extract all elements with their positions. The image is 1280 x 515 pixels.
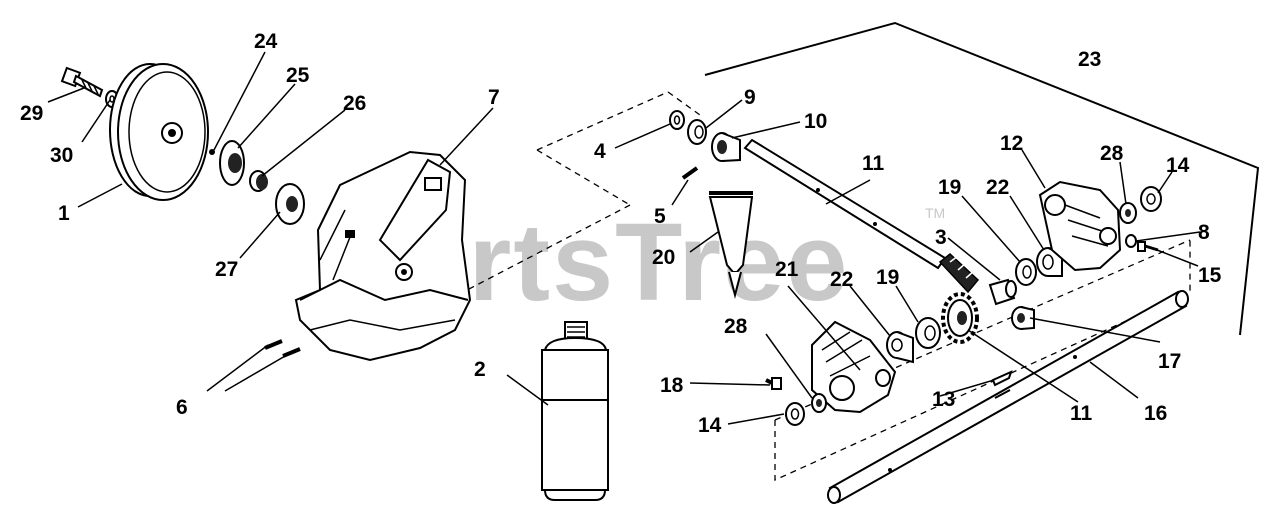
callout-12: 12 (1000, 132, 1023, 155)
part-gearcase-12 (1038, 180, 1122, 272)
callout-28-lower: 28 (724, 315, 748, 338)
callout-6: 6 (176, 396, 188, 419)
part-bearing-22-lower (886, 331, 914, 364)
callout-2: 2 (474, 358, 486, 381)
part-flange-10 (711, 132, 741, 162)
part-bottle-2 (541, 321, 609, 501)
callout-20: 20 (652, 246, 675, 269)
callout-22-upper: 22 (986, 176, 1009, 199)
callout-1: 1 (58, 202, 70, 225)
callout-11-upper: 11 (862, 152, 885, 175)
callout-19-upper: 19 (938, 176, 961, 199)
callout-14-upper: 14 (1166, 154, 1190, 177)
callout-7: 7 (488, 86, 500, 109)
callout-29: 29 (20, 102, 43, 125)
part-washer-19-lower (915, 317, 941, 349)
callout-28-upper: 28 (1100, 142, 1124, 165)
leader-lines (47, 51, 1201, 425)
watermark-trademark: TM (925, 205, 945, 221)
callout-18: 18 (660, 374, 684, 397)
callout-13: 13 (932, 388, 955, 411)
callout-14-lower: 14 (698, 414, 722, 437)
part-key-5 (681, 166, 699, 180)
part-washer-8 (1125, 234, 1137, 248)
part-washer-19-upper (1015, 258, 1037, 286)
callout-5: 5 (654, 205, 666, 228)
callout-15: 15 (1198, 264, 1222, 287)
part-washer-14-lower (785, 402, 805, 426)
part-washer-28-upper (1119, 202, 1137, 224)
part-hub-25 (219, 140, 245, 186)
part-bolt-18 (765, 377, 782, 390)
part-pulley-1 (109, 63, 209, 201)
part-pins-6 (264, 339, 301, 358)
part-washer-4 (669, 110, 685, 130)
part-bearing-9 (687, 119, 707, 145)
callout-30: 30 (50, 144, 73, 167)
part-setscrew-24 (209, 149, 215, 155)
callout-23: 23 (1078, 48, 1101, 71)
callout-16: 16 (1144, 402, 1167, 425)
dashed-assembly-outline-right (774, 239, 1191, 482)
callout-9: 9 (744, 86, 756, 109)
dashed-assembly-outline-left (447, 91, 701, 301)
callout-8: 8 (1198, 221, 1210, 244)
part-gear-11 (941, 292, 979, 344)
part-spacer-3 (988, 278, 1017, 306)
callout-11-lower: 11 (1070, 402, 1093, 425)
part-washer-14-upper (1140, 186, 1162, 212)
callout-25: 25 (286, 64, 310, 87)
callout-10: 10 (804, 110, 827, 133)
part-washer-28-lower (811, 393, 827, 413)
part-worm-shaft-11 (743, 138, 980, 294)
callout-21: 21 (775, 258, 799, 281)
callout-22-lower: 22 (830, 268, 853, 291)
part-key-13 (991, 370, 1013, 387)
callout-3: 3 (935, 226, 947, 249)
assembly-bracket-23 (704, 21, 1260, 336)
part-bolt-29 (60, 66, 104, 98)
callout-19-lower: 19 (876, 266, 899, 289)
part-auger-housing-7 (294, 150, 472, 362)
callout-26: 26 (343, 92, 366, 115)
callout-24: 24 (254, 30, 278, 53)
callout-27: 27 (215, 258, 238, 281)
part-grease-tube-20 (708, 191, 754, 299)
part-flange-27 (275, 183, 305, 225)
callout-4: 4 (594, 140, 606, 163)
callout-17: 17 (1158, 350, 1181, 373)
part-auger-shaft-16 (827, 290, 1189, 504)
